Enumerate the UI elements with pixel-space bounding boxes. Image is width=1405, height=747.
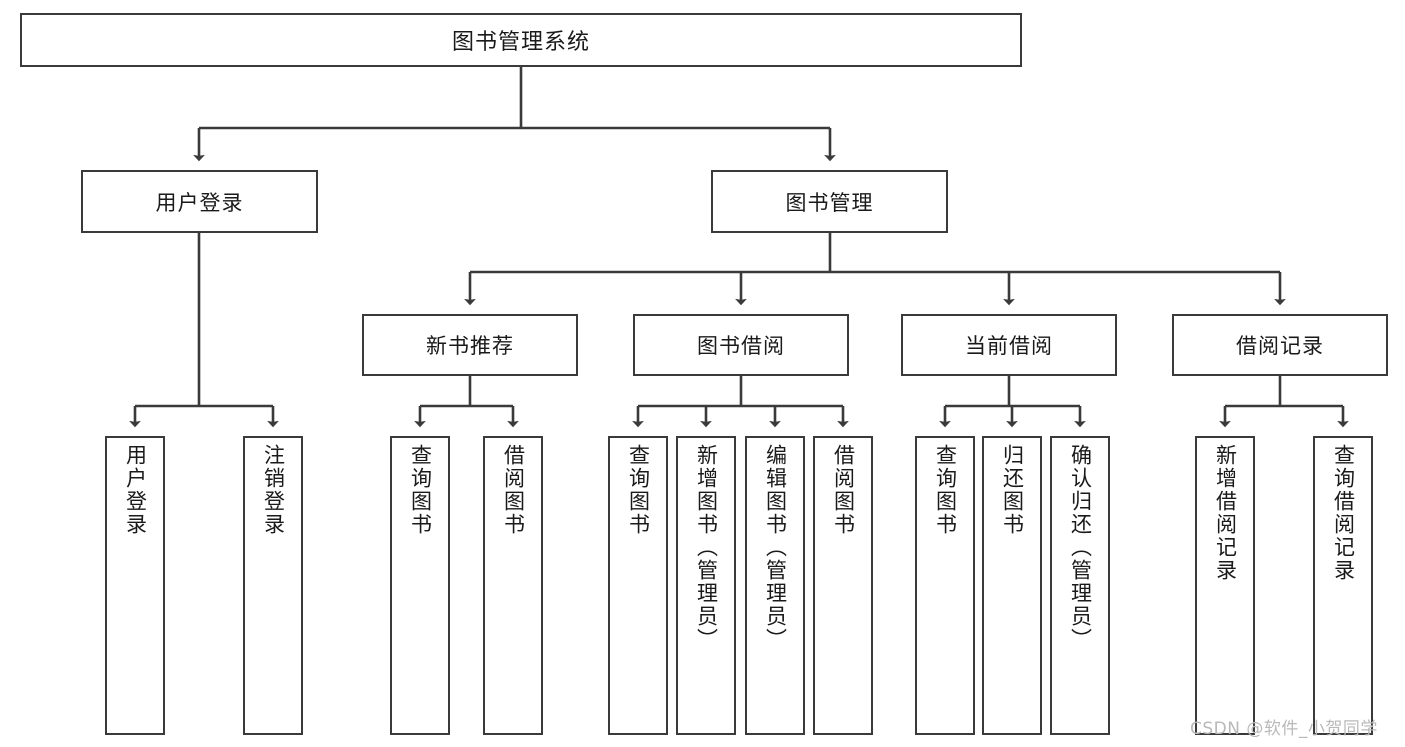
- node-leaf-confirm-return-label: 确认归还（管理员）: [1068, 444, 1093, 651]
- node-user-login[interactable]: 用户登录: [81, 170, 318, 233]
- node-leaf-confirm-return[interactable]: 确认归还（管理员）: [1050, 436, 1110, 735]
- node-book-manage-label: 图书管理: [785, 190, 874, 215]
- node-leaf-add-record[interactable]: 新增借阅记录: [1195, 436, 1255, 735]
- node-leaf-borrow-book-1-label: 借阅图书: [501, 444, 526, 536]
- node-leaf-logout[interactable]: 注销登录: [243, 436, 303, 735]
- node-leaf-return-book-label: 归还图书: [1000, 444, 1025, 536]
- node-new-book-rec-label: 新书推荐: [426, 334, 514, 358]
- node-new-book-rec[interactable]: 新书推荐: [362, 314, 578, 376]
- node-book-borrow[interactable]: 图书借阅: [633, 314, 849, 376]
- node-leaf-user-login-label: 用户登录: [123, 444, 148, 536]
- node-leaf-add-record-label: 新增借阅记录: [1213, 444, 1238, 582]
- node-leaf-return-book[interactable]: 归还图书: [982, 436, 1042, 735]
- node-borrow-record-label: 借阅记录: [1236, 334, 1324, 358]
- node-current-borrow-label: 当前借阅: [965, 334, 1053, 358]
- node-leaf-borrow-book-2[interactable]: 借阅图书: [813, 436, 873, 735]
- node-leaf-query-book-3[interactable]: 查询图书: [915, 436, 975, 735]
- node-root[interactable]: 图书管理系统: [20, 13, 1022, 67]
- node-leaf-query-book-1-label: 查询图书: [408, 444, 433, 536]
- node-leaf-borrow-book-2-label: 借阅图书: [831, 444, 856, 536]
- node-leaf-query-book-2-label: 查询图书: [626, 444, 651, 536]
- node-leaf-borrow-book-1[interactable]: 借阅图书: [483, 436, 543, 735]
- node-leaf-add-book-label: 新增图书（管理员）: [694, 444, 719, 651]
- node-leaf-query-record[interactable]: 查询借阅记录: [1313, 436, 1373, 735]
- node-leaf-add-book[interactable]: 新增图书（管理员）: [676, 436, 736, 735]
- node-borrow-record[interactable]: 借阅记录: [1172, 314, 1388, 376]
- node-book-manage[interactable]: 图书管理: [711, 170, 948, 233]
- node-leaf-user-login[interactable]: 用户登录: [105, 436, 165, 735]
- node-current-borrow[interactable]: 当前借阅: [901, 314, 1117, 376]
- node-book-borrow-label: 图书借阅: [697, 334, 785, 358]
- csdn-watermark: CSDN @软件_小贺同学: [1190, 719, 1378, 739]
- node-leaf-edit-book-label: 编辑图书（管理员）: [763, 444, 788, 651]
- node-root-label: 图书管理系统: [451, 30, 590, 55]
- node-leaf-query-book-1[interactable]: 查询图书: [390, 436, 450, 735]
- node-leaf-logout-label: 注销登录: [261, 444, 286, 536]
- node-leaf-edit-book[interactable]: 编辑图书（管理员）: [745, 436, 805, 735]
- node-leaf-query-book-2[interactable]: 查询图书: [608, 436, 668, 735]
- node-leaf-query-book-3-label: 查询图书: [933, 444, 958, 536]
- node-leaf-query-record-label: 查询借阅记录: [1331, 444, 1356, 582]
- node-user-login-label: 用户登录: [155, 190, 244, 215]
